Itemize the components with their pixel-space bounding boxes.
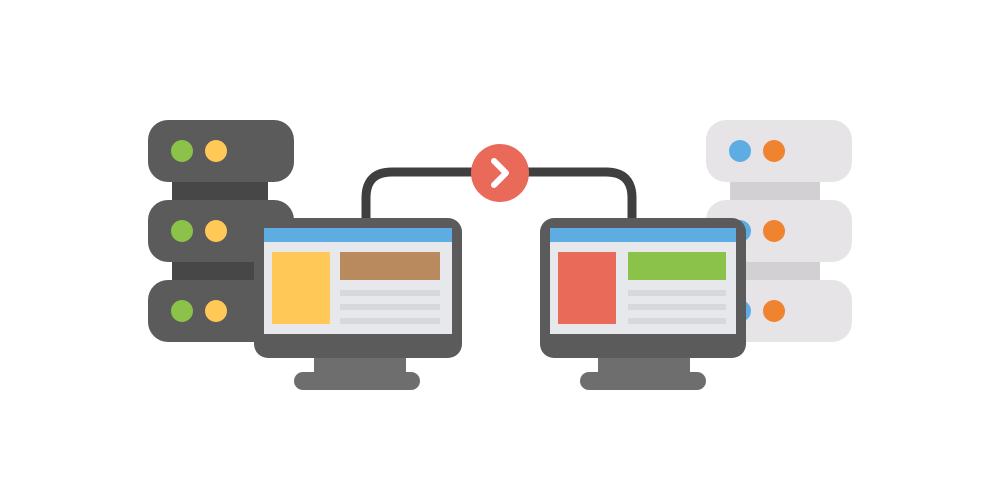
status-led-icon [171,140,193,162]
chevron-right-icon [491,158,509,188]
status-led-icon [763,300,785,322]
status-led-icon [205,300,227,322]
status-led-icon [171,220,193,242]
right-monitor [540,218,746,390]
text-line [340,318,440,324]
transfer-badge [471,144,529,202]
text-line [340,290,440,296]
status-led-icon [763,220,785,242]
window-titlebar [550,228,736,242]
text-line [628,318,726,324]
monitor-base [294,372,420,390]
transfer-badge-circle [471,144,529,202]
content-image-block [272,252,330,324]
text-line [628,304,726,310]
window-titlebar [264,228,452,242]
status-led-icon [205,220,227,242]
content-header-block [628,252,726,280]
monitor-base [580,372,706,390]
left-monitor [254,218,462,390]
status-led-icon [763,140,785,162]
content-header-block [340,252,440,280]
status-led-icon [205,140,227,162]
status-led-icon [171,300,193,322]
text-line [340,304,440,310]
status-led-icon [729,140,751,162]
text-line [628,290,726,296]
content-image-block [558,252,616,324]
